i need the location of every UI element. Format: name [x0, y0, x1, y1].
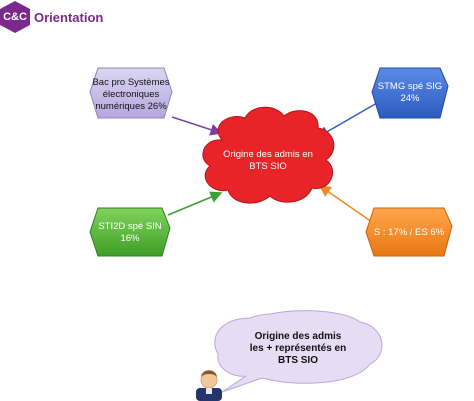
- arrow-sti2d: [167, 191, 223, 216]
- node-bac-pro-line3: numériques 26%: [95, 101, 167, 112]
- brand-header: C&C Orientation: [0, 0, 103, 34]
- center-label-line2: BTS SIO: [249, 161, 286, 172]
- node-bac-pro-line1: Bac pro Systèmes: [92, 77, 169, 88]
- brand-name: Orientation: [34, 9, 104, 25]
- arrow-stmg: [316, 102, 378, 138]
- node-bac-pro: Bac pro Systèmes électroniques numérique…: [89, 67, 173, 119]
- node-sti2d-line1: STI2D spé SIN: [98, 221, 161, 232]
- node-stmg-line1: STMG spé SIG: [378, 81, 442, 92]
- node-sti2d-line2: 16%: [120, 233, 140, 244]
- callout-line3: BTS SIO: [278, 355, 318, 366]
- node-stmg-line2: 24%: [400, 93, 420, 104]
- callout-bubble: Origine des admis les + représentés en B…: [214, 310, 383, 393]
- callout-line1: Origine des admis: [255, 331, 342, 342]
- node-stmg: STMG spé SIG 24%: [371, 67, 449, 119]
- node-s-es: S : 17% / ES 6%: [365, 207, 453, 257]
- arrow-bac-pro: [171, 116, 223, 136]
- node-s-es-line1: S : 17% / ES 6%: [374, 227, 445, 238]
- center-label-line1: Origine des admis en: [223, 149, 313, 160]
- center-cloud: Origine des admis en BTS SIO: [202, 106, 335, 204]
- callout-line2: les + représentés en: [250, 343, 346, 354]
- person-icon: [196, 370, 222, 401]
- node-sti2d: STI2D spé SIN 16%: [89, 207, 171, 257]
- node-bac-pro-line2: électroniques: [103, 89, 160, 100]
- arrow-s-es: [318, 185, 373, 223]
- brand-logo: C&C: [0, 1, 30, 33]
